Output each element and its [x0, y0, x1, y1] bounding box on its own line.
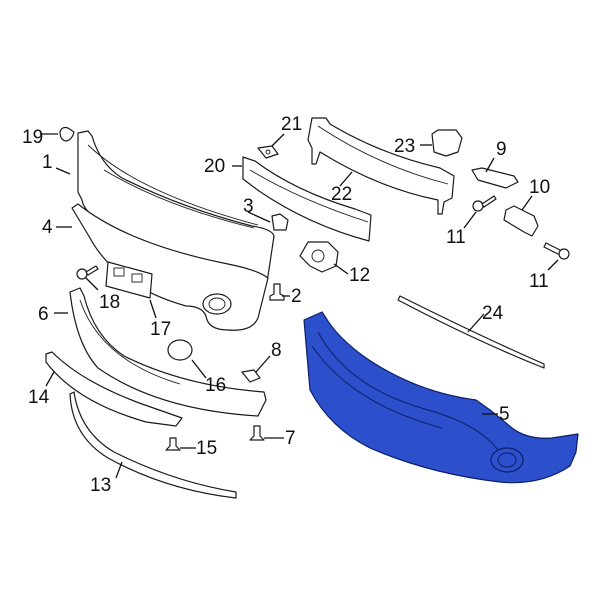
part-4-bumper-cover-lower[interactable] [71, 203, 269, 331]
callout-16: 16 [205, 375, 227, 396]
callout-19: 19 [22, 127, 44, 148]
part-5-lower-valance-highlighted[interactable] [303, 311, 579, 484]
callout-3: 3 [243, 196, 254, 217]
part-21-nut[interactable] [257, 145, 279, 159]
callout-21: 21 [281, 114, 303, 135]
part-8-nut[interactable] [241, 369, 261, 383]
part-3-clip[interactable] [271, 213, 289, 231]
callout-10: 10 [529, 177, 551, 198]
callout-14: 14 [28, 387, 50, 408]
callout-2: 2 [291, 286, 302, 307]
callout-6: 6 [38, 304, 49, 325]
part-9-bracket[interactable] [471, 167, 519, 189]
part-12-fog-lamp-bracket[interactable] [299, 241, 339, 273]
part-13-molding[interactable] [69, 391, 237, 499]
callout-9: 9 [496, 139, 507, 160]
callout-8: 8 [271, 340, 282, 361]
part-16-fog-lamp-cover[interactable] [167, 339, 193, 361]
callout-4: 4 [42, 217, 53, 238]
leader-lines [40, 133, 559, 479]
callout-22: 22 [331, 184, 353, 205]
part-19-clip[interactable] [59, 126, 75, 142]
callout-11b: 11 [529, 271, 549, 292]
part-14-lower-grille[interactable] [45, 351, 183, 427]
callout-13: 13 [90, 475, 112, 496]
part-18-screw[interactable] [76, 265, 99, 280]
callout-18: 18 [99, 292, 121, 313]
part-23-bracket[interactable] [431, 129, 463, 157]
callout-15: 15 [196, 438, 218, 459]
part-20-energy-absorber[interactable] [242, 156, 372, 242]
part-6-grille-frame[interactable] [69, 287, 267, 417]
part-22-reinforcement-beam[interactable] [307, 117, 455, 215]
part-7-pin[interactable] [249, 425, 265, 441]
callout-7: 7 [285, 428, 296, 449]
callout-1: 1 [42, 152, 53, 173]
callout-17: 17 [150, 319, 172, 340]
part-24-trim-strip[interactable] [397, 295, 545, 369]
callout-11a: 11 [446, 227, 466, 248]
part-11-screw-a[interactable] [472, 195, 497, 212]
callout-20: 20 [204, 156, 226, 177]
part-2-bolt[interactable] [269, 283, 285, 301]
part-15-pin[interactable] [165, 437, 181, 451]
part-11-screw-b[interactable] [543, 242, 570, 260]
part-10-guide[interactable] [503, 205, 539, 237]
callout-23: 23 [394, 136, 416, 157]
part-17-license-bracket[interactable] [105, 261, 153, 299]
callout-24: 24 [482, 303, 504, 324]
callout-12: 12 [349, 265, 371, 286]
callout-5: 5 [499, 404, 510, 425]
